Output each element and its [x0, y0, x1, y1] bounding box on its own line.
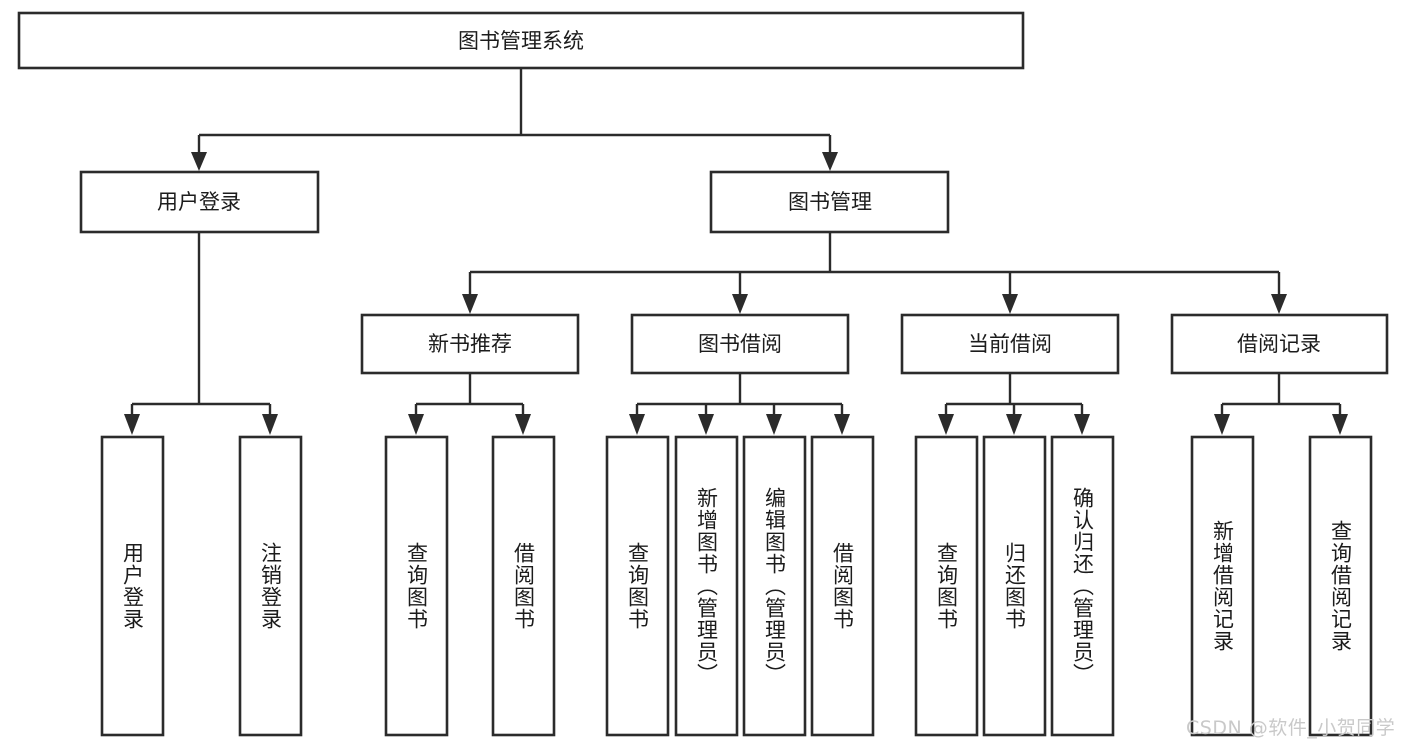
- arrow-head-leaf-user-login: [124, 414, 140, 435]
- node-box-current-borrow[interactable]: [900, 313, 1120, 375]
- arrow-head-book-manage: [822, 152, 838, 171]
- node-box-book-manage[interactable]: [709, 170, 950, 234]
- node-box-leaf-cb-return-book[interactable]: [982, 435, 1047, 737]
- label-root: 图书管理系统: [458, 29, 584, 53]
- arrow-head-nb-leaf-1: [408, 414, 424, 435]
- node-box-leaf-bb-add-book[interactable]: [674, 435, 739, 737]
- connector-group-book-manage-to-level3: [462, 232, 1287, 314]
- node-box-leaf-user-login[interactable]: [100, 435, 165, 737]
- connector-group-new-book-to-leaves: [408, 373, 531, 435]
- node-box-leaf-nb-query-book[interactable]: [384, 435, 449, 737]
- node-box-leaf-bb-query-book[interactable]: [605, 435, 670, 737]
- node-box-borrow-record[interactable]: [1170, 313, 1389, 375]
- node-box-user-login[interactable]: [79, 170, 320, 234]
- node-box-new-book-recommend[interactable]: [360, 313, 580, 375]
- node-box-root[interactable]: [17, 11, 1025, 70]
- arrow-head-borrow-record: [1271, 294, 1287, 314]
- node-box-leaf-br-add-record[interactable]: [1190, 435, 1255, 737]
- node-box-leaf-cb-query-book[interactable]: [914, 435, 979, 737]
- label-book-manage: 图书管理: [788, 190, 872, 214]
- arrow-head-bb-leaf-3: [766, 414, 782, 435]
- label-borrow-record: 借阅记录: [1237, 332, 1321, 356]
- connector-group-current-borrow-to-leaves: [938, 373, 1090, 435]
- label-user-login: 用户登录: [157, 190, 241, 214]
- node-box-leaf-bb-edit-book[interactable]: [742, 435, 807, 737]
- arrow-head-leaf-logout: [262, 414, 278, 435]
- label-new-book-recommend: 新书推荐: [428, 332, 512, 356]
- node-box-leaf-nb-borrow-book[interactable]: [491, 435, 556, 737]
- connector-group-root-to-level2: [191, 68, 838, 171]
- arrow-head-cb-leaf-3: [1074, 414, 1090, 435]
- connector-group-borrow-record-to-leaves: [1214, 373, 1348, 435]
- arrow-head-nb-leaf-2: [515, 414, 531, 435]
- arrow-head-user-login: [191, 152, 207, 171]
- label-book-borrow: 图书借阅: [698, 332, 782, 356]
- arrow-head-cb-leaf-2: [1006, 414, 1022, 435]
- arrow-head-bb-leaf-1: [629, 414, 645, 435]
- node-box-leaf-logout[interactable]: [238, 435, 303, 737]
- label-current-borrow: 当前借阅: [968, 332, 1052, 356]
- arrow-head-current-borrow: [1002, 294, 1018, 314]
- arrow-head-bb-leaf-4: [834, 414, 850, 435]
- node-box-leaf-br-query-record[interactable]: [1308, 435, 1373, 737]
- connector-group-book-borrow-to-leaves: [629, 373, 850, 435]
- node-box-book-borrow[interactable]: [630, 313, 850, 375]
- arrow-head-br-leaf-2: [1332, 414, 1348, 435]
- arrow-head-book-borrow: [732, 294, 748, 314]
- node-box-leaf-bb-borrow-book[interactable]: [810, 435, 875, 737]
- arrow-head-br-leaf-1: [1214, 414, 1230, 435]
- node-box-leaf-cb-confirm-return[interactable]: [1050, 435, 1115, 737]
- arrow-head-cb-leaf-1: [938, 414, 954, 435]
- csdn-watermark: CSDN @软件_小贺同学: [1186, 717, 1396, 739]
- arrow-head-new-book: [462, 294, 478, 314]
- connector-group-user-login-to-leaves: [124, 232, 278, 435]
- arrow-head-bb-leaf-2: [698, 414, 714, 435]
